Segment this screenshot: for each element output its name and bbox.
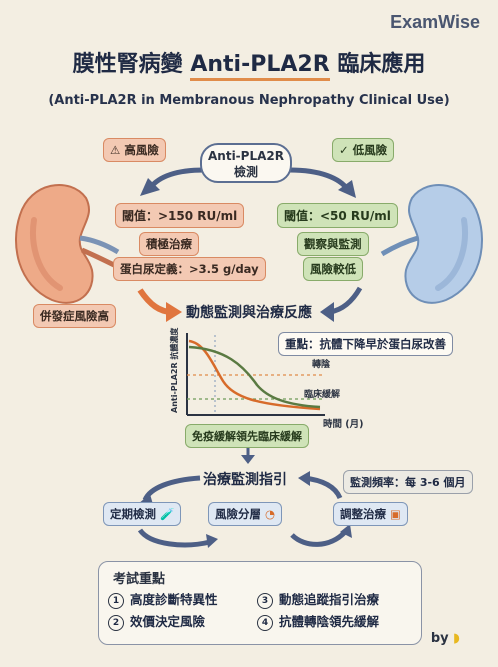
high-risk-badge: ⚠ 高風險 — [103, 138, 166, 162]
exam-item-text: 高度診斷特異性 — [130, 592, 218, 607]
low-risk-threshold: 閾值：<50 RU/ml — [277, 203, 398, 228]
exam-item-2: 2 效價決定風險 — [108, 611, 205, 631]
exam-item-3: 3 動態追蹤指引治療 — [257, 589, 379, 609]
observe-monitor: 觀察與監測 — [297, 232, 369, 256]
exam-item-text: 動態追蹤指引治療 — [279, 592, 380, 607]
step-adjust-treatment: 調整治療 ▣ — [333, 502, 408, 526]
exam-item-number: 2 — [108, 615, 124, 631]
y-axis-label: Anti-PLA2R 抗體濃度 — [169, 327, 179, 413]
remission-label: 臨床緩解 — [304, 390, 341, 400]
page-subtitle: (Anti-PLA2R in Membranous Nephropathy Cl… — [48, 93, 450, 108]
title-prefix: 膜性腎病變 — [72, 52, 183, 77]
high-risk-threshold: 閾值：>150 RU/ml — [115, 203, 245, 228]
anti-pla2r-test-node: Anti-PLA2R 檢測 — [200, 143, 292, 183]
exam-title: 考試重點 — [113, 572, 166, 587]
test-tube-icon: 🧪 — [160, 507, 175, 521]
exam-item-text: 效價決定風險 — [130, 614, 206, 629]
immune-remission-lead: 免疫緩解領先臨床緩解 — [185, 424, 309, 448]
exam-item-number: 4 — [257, 615, 273, 631]
low-risk-badge: ✓ 低風險 — [332, 138, 395, 162]
test-line2: 檢測 — [233, 165, 258, 179]
pill-bottle-icon: ▣ — [390, 507, 401, 521]
gauge-icon: ◔ — [265, 507, 276, 521]
brand-logo: ExamWise — [390, 12, 480, 32]
right-kidney-icon — [380, 184, 484, 304]
antibody-trend-chart: Anti-PLA2R 抗體濃度 — [169, 327, 325, 416]
key-point-note: 重點：抗體下降早於蛋白尿改善 — [278, 332, 453, 356]
exam-item-4: 4 抗體轉陰領先緩解 — [257, 611, 379, 631]
proteinuria-curve — [188, 345, 321, 409]
complication-risk: 併發症風險高 — [33, 304, 116, 328]
proteinuria-definition: 蛋白尿定義：>3.5 g/day — [113, 257, 266, 281]
title-suffix: 臨床應用 — [337, 52, 426, 77]
check-circle-icon: ✓ — [339, 143, 349, 157]
byline-text: by — [430, 631, 449, 646]
exam-item-text: 抗體轉陰領先緩解 — [279, 614, 380, 629]
aggressive-treatment: 積極治療 — [139, 232, 199, 256]
lower-risk: 風險較低 — [303, 257, 363, 281]
high-risk-label: 高風險 — [124, 143, 159, 157]
warning-icon: ⚠ — [110, 143, 121, 157]
exam-item-number: 1 — [108, 593, 124, 609]
title-highlight: Anti-PLA2R — [190, 52, 330, 81]
negative-label: 轉陰 — [312, 360, 331, 370]
low-risk-label: 低風險 — [352, 143, 388, 157]
test-line1: Anti-PLA2R — [208, 149, 284, 163]
step-risk-stratification: 風險分層 ◔ — [208, 502, 283, 526]
monitoring-title: 動態監測與治療反應 — [186, 305, 312, 321]
left-kidney-icon — [14, 184, 122, 304]
guide-title: 治療監測指引 — [203, 472, 287, 488]
step2-label: 風險分層 — [215, 507, 261, 521]
byline: by ◗ — [431, 631, 460, 646]
exam-item-number: 3 — [257, 593, 273, 609]
page-title: 膜性腎病變 Anti-PLA2R 臨床應用 — [0, 46, 498, 81]
x-axis-label: 時間 (月) — [323, 419, 364, 430]
exam-item-1: 1 高度診斷特異性 — [108, 589, 218, 609]
monitor-frequency: 監測頻率：每 3-6 個月 — [343, 470, 473, 494]
step1-label: 定期檢測 — [110, 507, 156, 521]
banana-icon: ◗ — [453, 631, 460, 646]
step3-label: 調整治療 — [340, 507, 386, 521]
step-regular-testing: 定期檢測 🧪 — [103, 502, 182, 526]
